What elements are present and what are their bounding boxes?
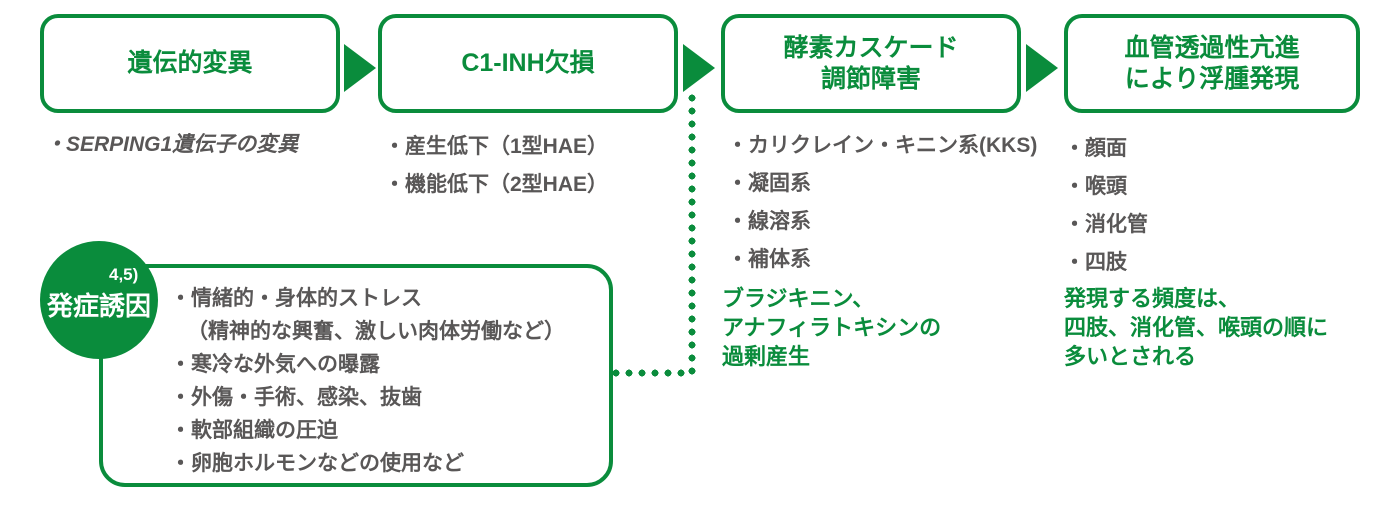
flow-box-vascular-permeability: 血管透過性亢進 により浮腫発現 — [1064, 14, 1360, 113]
dotted-connector-horizontal — [610, 369, 690, 377]
list-item: ・顔面 — [1064, 137, 1127, 160]
list-item: ・卵胞ホルモンなどの使用など — [170, 452, 464, 475]
note-line: 過剰産生 — [722, 344, 811, 369]
trigger-factors-badge: 4,5) 発症誘因 — [40, 241, 158, 359]
flow-box-enzyme-cascade-title-line1: 酵素カスケード — [783, 33, 959, 62]
list-item: ・機能低下（2型HAE） — [384, 173, 609, 196]
list-item: ・喉頭 — [1064, 175, 1127, 198]
flow-box-enzyme-cascade-title-line2: 調節障害 — [820, 64, 921, 93]
list-item: ・情緒的・身体的ストレス — [170, 287, 422, 310]
trigger-factors-label: 発症誘因 — [46, 291, 151, 321]
list-item: ・四肢 — [1064, 251, 1127, 274]
list-item: ・凝固系 — [727, 172, 811, 195]
genetic-mutation-list: ・SERPING1遺伝子の変異 — [45, 126, 298, 164]
list-item: ・軟部組織の圧迫 — [170, 419, 338, 442]
list-item-continuation: （精神的な興奮、激しい肉体労働など） — [187, 320, 565, 343]
note-line: ブラジキニン、 — [722, 286, 875, 311]
c1inh-deficiency-list: ・産生低下（1型HAE） ・機能低下（2型HAE） — [384, 128, 608, 204]
note-line: 発現する頻度は、 — [1064, 286, 1241, 311]
enzyme-cascade-list: ・カリクレイン・キニン系(KKS) ・凝固系 ・線溶系 ・補体系 — [727, 127, 1037, 279]
list-item: ・寒冷な外気への曝露 — [170, 353, 380, 376]
list-item: ・外傷・手術、感染、抜歯 — [170, 386, 422, 409]
flow-box-c1inh-deficiency: C1-INH欠損 — [378, 14, 678, 113]
list-item: ・カリクレイン・キニン系(KKS) — [727, 134, 1038, 157]
note-line: 四肢、消化管、喉頭の順に — [1064, 315, 1329, 340]
bradykinin-note: ブラジキニン、 アナフィラトキシンの 過剰産生 — [722, 284, 941, 371]
list-item: ・線溶系 — [727, 210, 811, 233]
arrow-right-icon — [344, 44, 376, 92]
flow-box-c1inh-deficiency-title: C1-INH欠損 — [461, 49, 595, 77]
note-line: 多いとされる — [1064, 344, 1197, 369]
flow-box-enzyme-cascade: 酵素カスケード 調節障害 — [721, 14, 1021, 113]
trigger-factors-box — [99, 264, 613, 487]
arrow-right-icon — [683, 44, 715, 92]
frequency-note: 発現する頻度は、 四肢、消化管、喉頭の順に 多いとされる — [1064, 284, 1328, 371]
list-item: ・SERPING1遺伝子の変異 — [45, 133, 299, 156]
flow-box-genetic-mutation: 遺伝的変異 — [40, 14, 340, 113]
list-item: ・産生低下（1型HAE） — [384, 135, 609, 158]
flow-box-genetic-mutation-title: 遺伝的変異 — [127, 49, 253, 77]
list-item: ・消化管 — [1064, 213, 1148, 236]
flow-box-vascular-permeability-title-line2: により浮腫発現 — [1124, 64, 1300, 93]
trigger-factors-list: ・情緒的・身体的ストレス （精神的な興奮、激しい肉体労働など） ・寒冷な外気への… — [170, 282, 565, 480]
list-item: ・補体系 — [727, 248, 811, 271]
flow-box-vascular-permeability-title-line1: 血管透過性亢進 — [1124, 33, 1300, 62]
reference-superscript: 4,5) — [109, 265, 139, 284]
dotted-connector-vertical — [688, 92, 696, 376]
note-line: アナフィラトキシンの — [722, 315, 942, 340]
edema-sites-list: ・顔面 ・喉頭 ・消化管 ・四肢 — [1064, 130, 1148, 282]
arrow-right-icon — [1026, 44, 1058, 92]
